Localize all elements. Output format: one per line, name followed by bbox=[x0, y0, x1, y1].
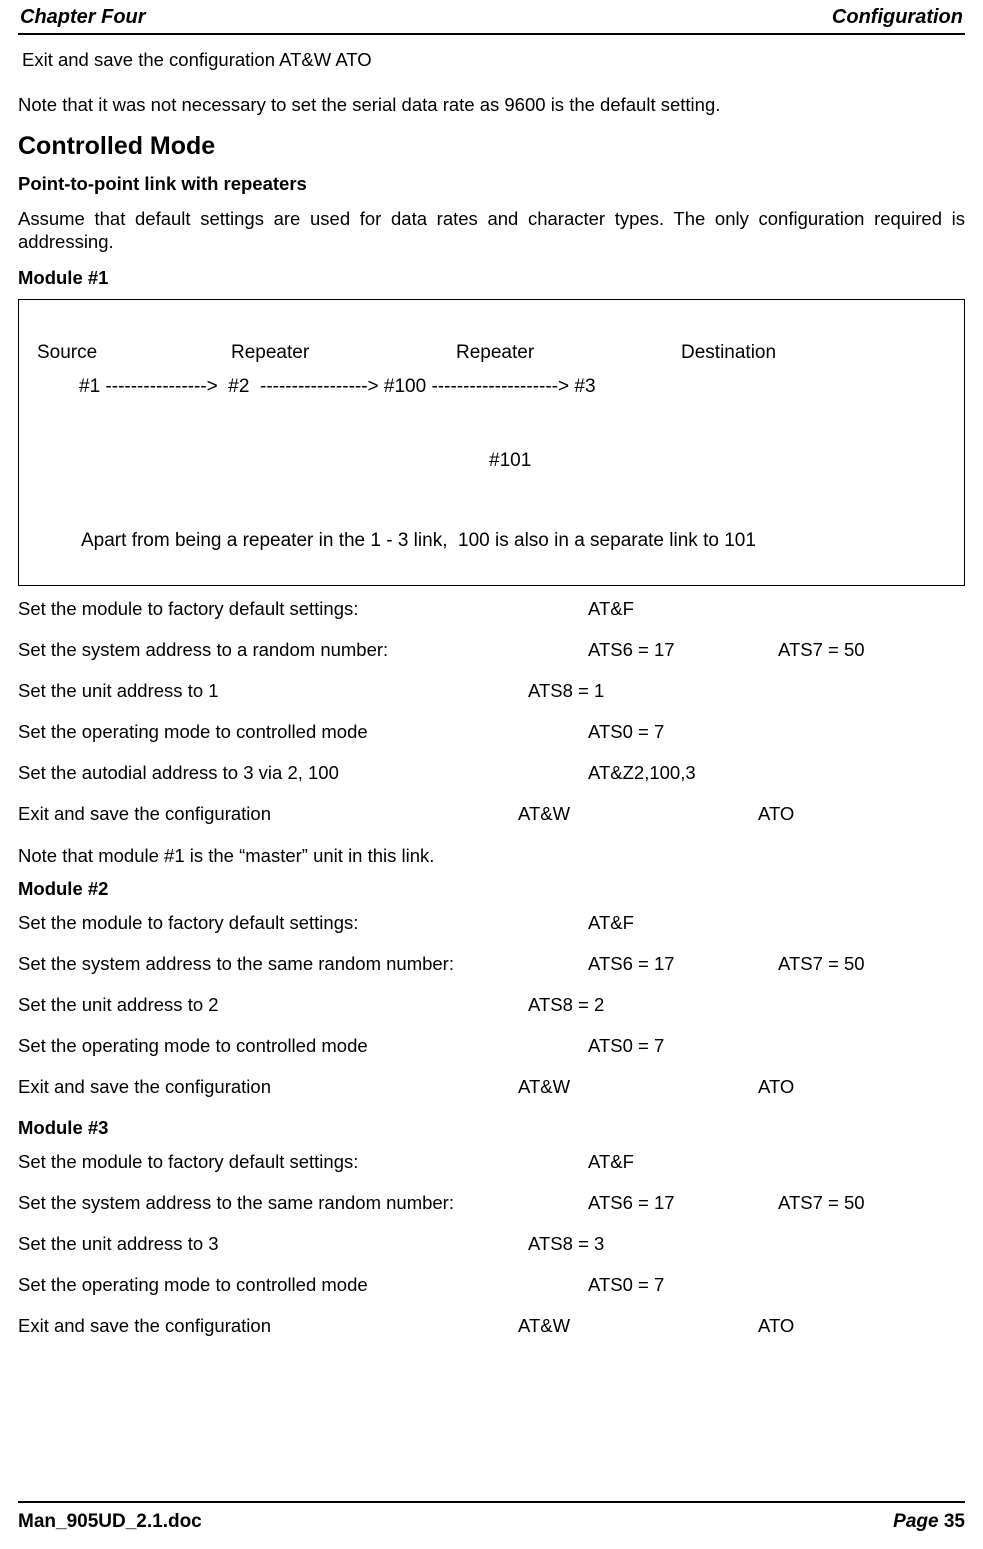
command-value-secondary: ATO bbox=[758, 803, 795, 825]
command-row: Exit and save the configuration AT&W ATO bbox=[18, 1076, 965, 1104]
command-row: Exit and save the configuration AT&W ATO bbox=[18, 803, 965, 831]
command-label: Set the unit address to 2 bbox=[18, 993, 219, 1015]
diagram-label-destination: Destination bbox=[681, 342, 777, 364]
command-row: Exit and save the configuration AT&W ATO bbox=[18, 1315, 965, 1343]
command-row: Set the operating mode to controlled mod… bbox=[18, 1274, 965, 1302]
command-value-primary: ATS6 = 17 bbox=[588, 639, 675, 661]
page-header: Chapter Four Configuration bbox=[18, 0, 965, 33]
command-value-primary: ATS0 = 7 bbox=[588, 721, 665, 743]
command-value-secondary: ATS7 = 50 bbox=[778, 952, 865, 974]
heading-module-2: Module #2 bbox=[18, 877, 109, 899]
note-default-rate: Note that it was not necessary to set th… bbox=[18, 94, 721, 115]
command-value-secondary: ATS7 = 50 bbox=[778, 1191, 865, 1213]
command-value-primary: AT&W bbox=[518, 1075, 571, 1097]
command-label: Set the operating mode to controlled mod… bbox=[18, 1034, 368, 1056]
diagram-note: Apart from being a repeater in the 1 - 3… bbox=[81, 530, 756, 552]
command-value-primary: ATS6 = 17 bbox=[588, 952, 675, 974]
command-row: Set the module to factory default settin… bbox=[18, 598, 965, 626]
command-row-exit-save-top: Exit and save the configuration AT&W ATO bbox=[18, 49, 965, 77]
command-label: Set the module to factory default settin… bbox=[18, 911, 359, 933]
command-list-module-3: Set the module to factory default settin… bbox=[18, 1151, 965, 1343]
command-value-secondary: ATO bbox=[758, 1314, 795, 1336]
command-row: Set the unit address to 2 ATS8 = 2 bbox=[18, 994, 965, 1022]
command-label: Set the autodial address to 3 via 2, 100 bbox=[18, 762, 339, 784]
command-label: Exit and save the configuration bbox=[18, 1075, 271, 1097]
command-value-primary: AT&W bbox=[279, 49, 332, 70]
command-row: Set the system address to the same rando… bbox=[18, 1192, 965, 1220]
header-divider bbox=[18, 33, 965, 35]
diagram-label-repeater-2: Repeater bbox=[456, 342, 535, 364]
command-label: Set the unit address to 1 bbox=[18, 680, 219, 702]
footer-page-label: Page bbox=[893, 1511, 939, 1532]
command-label: Set the module to factory default settin… bbox=[18, 598, 359, 620]
footer-divider bbox=[18, 1501, 965, 1503]
diagram-label-repeater-1: Repeater bbox=[231, 342, 310, 364]
command-label: Set the system address to the same rando… bbox=[18, 1191, 454, 1213]
command-value-primary: AT&F bbox=[588, 598, 634, 620]
command-row: Set the operating mode to controlled mod… bbox=[18, 721, 965, 749]
command-row: Set the unit address to 1 ATS8 = 1 bbox=[18, 680, 965, 708]
command-row: Set the module to factory default settin… bbox=[18, 912, 965, 940]
command-label: Set the module to factory default settin… bbox=[18, 1150, 359, 1172]
footer-page-number: 35 bbox=[943, 1511, 965, 1532]
command-row: Set the module to factory default settin… bbox=[18, 1151, 965, 1179]
note-module-1-master: Note that module #1 is the “master” unit… bbox=[18, 845, 435, 867]
command-row: Set the autodial address to 3 via 2, 100… bbox=[18, 762, 965, 790]
command-value-secondary: ATS7 = 50 bbox=[778, 639, 865, 661]
command-value-primary: ATS8 = 3 bbox=[528, 1232, 605, 1254]
heading-module-3: Module #3 bbox=[18, 1116, 109, 1138]
header-left-chapter: Chapter Four bbox=[20, 6, 146, 28]
command-value-primary: ATS6 = 17 bbox=[588, 1191, 675, 1213]
footer-filename: Man_905UD_2.1.doc bbox=[18, 1511, 202, 1532]
diagram-node-101: #101 bbox=[489, 450, 532, 472]
command-value-primary: ATS0 = 7 bbox=[588, 1034, 665, 1056]
diagram-label-source: Source bbox=[37, 342, 98, 364]
command-row: Set the system address to a random numbe… bbox=[18, 639, 965, 667]
footer-content: Man_905UD_2.1.doc Page 35 bbox=[18, 1511, 965, 1533]
command-list-module-2: Set the module to factory default settin… bbox=[18, 912, 965, 1104]
footer-page-indicator: Page 35 bbox=[893, 1511, 965, 1533]
command-value-primary: AT&F bbox=[588, 911, 634, 933]
command-value-primary: ATS8 = 1 bbox=[528, 680, 605, 702]
command-label: Set the system address to a random numbe… bbox=[18, 639, 389, 661]
link-topology-diagram: Source Repeater Repeater Destination #1 … bbox=[18, 299, 965, 587]
command-value-primary: AT&Z2,100,3 bbox=[588, 762, 696, 784]
command-value-secondary: ATO bbox=[758, 1075, 795, 1097]
command-value-primary: AT&W bbox=[518, 1314, 571, 1336]
section-heading-controlled-mode: Controlled Mode bbox=[18, 132, 216, 161]
subsection-heading-point-to-point: Point-to-point link with repeaters bbox=[18, 173, 307, 195]
command-label: Set the operating mode to controlled mod… bbox=[18, 1273, 368, 1295]
command-value-primary: AT&W bbox=[518, 803, 571, 825]
command-row: Set the operating mode to controlled mod… bbox=[18, 1035, 965, 1063]
command-value-primary: ATS8 = 2 bbox=[528, 993, 605, 1015]
command-row: Set the system address to the same rando… bbox=[18, 953, 965, 981]
command-value-primary: ATS0 = 7 bbox=[588, 1273, 665, 1295]
paragraph-assume-defaults: Assume that default settings are used fo… bbox=[18, 208, 965, 253]
diagram-node-chain: #1 ----------------> #2 ----------------… bbox=[79, 376, 596, 398]
command-label: Set the system address to the same rando… bbox=[18, 952, 454, 974]
command-label: Set the operating mode to controlled mod… bbox=[18, 721, 368, 743]
command-label: Set the unit address to 3 bbox=[18, 1232, 219, 1254]
command-value-primary: AT&F bbox=[588, 1150, 634, 1172]
command-value-secondary: ATO bbox=[335, 49, 372, 70]
command-list-module-1: Set the module to factory default settin… bbox=[18, 598, 965, 831]
header-right-section: Configuration bbox=[831, 6, 963, 28]
command-label: Exit and save the configuration bbox=[18, 803, 271, 825]
command-row: Set the unit address to 3 ATS8 = 3 bbox=[18, 1233, 965, 1261]
command-label: Exit and save the configuration bbox=[18, 1314, 271, 1336]
command-label: Exit and save the configuration bbox=[22, 49, 275, 70]
heading-module-1: Module #1 bbox=[18, 267, 109, 289]
page-footer: Man_905UD_2.1.doc Page 35 bbox=[18, 1501, 965, 1533]
